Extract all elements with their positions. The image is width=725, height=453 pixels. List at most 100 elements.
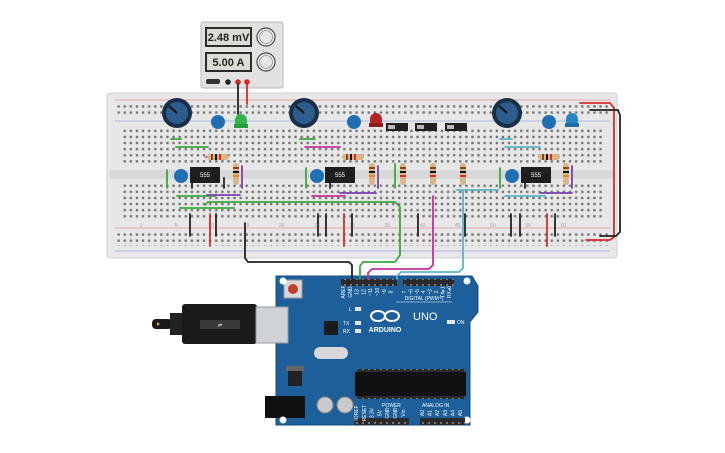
capacitor-3[interactable] <box>542 115 556 129</box>
resistor-5[interactable] <box>369 163 375 185</box>
column-number: 5 <box>175 223 178 229</box>
power-pin-label: GND <box>385 407 391 419</box>
pin-label: 12 <box>361 289 367 295</box>
column-number: 50 <box>490 223 496 229</box>
capacitor-5[interactable] <box>310 169 324 183</box>
voltage-display: 2.48 mV <box>208 32 250 44</box>
digital-header-high[interactable] <box>341 279 397 286</box>
resistor-4[interactable] <box>233 163 239 185</box>
wire-green-arduino[interactable] <box>204 201 401 280</box>
pin-label: GND <box>348 286 354 298</box>
pin-label: ~5 <box>415 289 421 295</box>
pin-label: ~10 <box>375 288 381 297</box>
digital-label: DIGITAL (PWM~) <box>405 296 444 302</box>
negative-terminal[interactable] <box>235 79 241 85</box>
column-number: 55 <box>525 223 531 229</box>
timer-555-2-label: 555 <box>335 173 346 179</box>
usb-controller-chip <box>324 321 338 335</box>
power-header[interactable] <box>354 418 409 425</box>
column-number: 15 <box>244 223 250 229</box>
pin-label: 2 <box>434 290 440 293</box>
wire-magenta-arduino[interactable] <box>367 195 434 280</box>
slide-switch-2[interactable] <box>415 123 437 131</box>
on-label: ON <box>457 320 465 326</box>
slide-switch-1[interactable] <box>386 123 408 131</box>
pin-label: RX◂0 <box>447 286 453 298</box>
power-switch[interactable] <box>206 79 220 84</box>
wire-cyan-arduino[interactable] <box>396 189 464 280</box>
crystal <box>314 347 348 359</box>
analog-label: ANALOG IN <box>422 403 450 409</box>
timer-555-1[interactable]: 555 <box>190 167 220 183</box>
capacitor-6[interactable] <box>505 169 519 183</box>
column-number: 1 <box>140 223 143 229</box>
pin-label: 8 <box>389 290 395 293</box>
power-supply[interactable]: 2.48 mV 5.00 A <box>200 21 284 89</box>
analog-header[interactable] <box>420 418 465 425</box>
wires <box>166 83 621 280</box>
digital-header-low[interactable] <box>403 279 454 286</box>
pin-label: ~3 <box>428 289 434 295</box>
ground-terminal[interactable] <box>225 79 231 85</box>
resistor-9[interactable] <box>563 163 569 185</box>
pin-label: TX▸1 <box>440 286 446 298</box>
current-knob[interactable] <box>256 52 276 72</box>
column-number: 35 <box>385 223 391 229</box>
pin-label: AREF <box>341 285 347 298</box>
led-green[interactable] <box>234 114 248 128</box>
analog-pin-label: A5 <box>458 410 464 416</box>
analog-pin-label: A2 <box>435 410 441 416</box>
capacitor-2[interactable] <box>347 115 361 129</box>
voltage-knob[interactable] <box>256 27 276 47</box>
column-number: 45 <box>455 223 461 229</box>
column-number: 10 <box>209 223 215 229</box>
timer-555-1-label: 555 <box>200 173 211 179</box>
power-pin-label: 3.3V <box>370 407 376 418</box>
resistor-7[interactable] <box>430 163 436 185</box>
tx-label: TX <box>343 321 350 327</box>
power-label: POWER <box>382 403 401 409</box>
led-red[interactable] <box>369 113 383 127</box>
pin-label: ~9 <box>382 289 388 295</box>
resistor-1[interactable] <box>207 154 229 160</box>
slide-switch-3[interactable] <box>445 123 467 131</box>
atmega-chip <box>355 372 466 396</box>
resistor-2[interactable] <box>342 154 364 160</box>
timer-555-2[interactable]: 555 <box>325 167 355 183</box>
timer-555-3-label: 555 <box>531 173 542 179</box>
reset-button[interactable] <box>288 284 298 294</box>
analog-pin-label: A4 <box>450 410 456 416</box>
analog-pin-label: A1 <box>428 410 434 416</box>
svg-text:⇌: ⇌ <box>218 323 222 329</box>
column-number: 60 <box>561 223 567 229</box>
led-blue[interactable] <box>565 113 579 127</box>
positive-terminal[interactable] <box>244 79 250 85</box>
pin-label: ~6 <box>408 289 414 295</box>
components: 555 555 555 <box>162 98 579 185</box>
wire-right-black[interactable] <box>589 109 621 237</box>
rx-label: RX <box>343 329 351 335</box>
potentiometer-2[interactable] <box>289 98 319 128</box>
usb-cable[interactable]: ⇌ <box>152 304 257 344</box>
capacitor-4[interactable] <box>174 169 188 183</box>
arduino-logo <box>370 310 400 322</box>
power-pin-label: 5V <box>377 409 383 416</box>
power-pin-label: Vin <box>401 409 407 416</box>
capacitor-1[interactable] <box>211 115 225 129</box>
timer-555-3[interactable]: 555 <box>521 167 551 183</box>
wire-right-red[interactable] <box>579 102 615 241</box>
model-label: UNO <box>413 311 438 323</box>
potentiometer-1[interactable] <box>162 98 192 128</box>
resistor-8[interactable] <box>460 163 466 185</box>
resistor-3[interactable] <box>538 154 560 160</box>
power-pin-label: GND <box>393 407 399 419</box>
potentiometer-3[interactable] <box>492 98 522 128</box>
resistor-6[interactable] <box>400 163 406 185</box>
column-number: 40 <box>420 223 426 229</box>
wire-gnd-arduino[interactable] <box>244 222 353 280</box>
